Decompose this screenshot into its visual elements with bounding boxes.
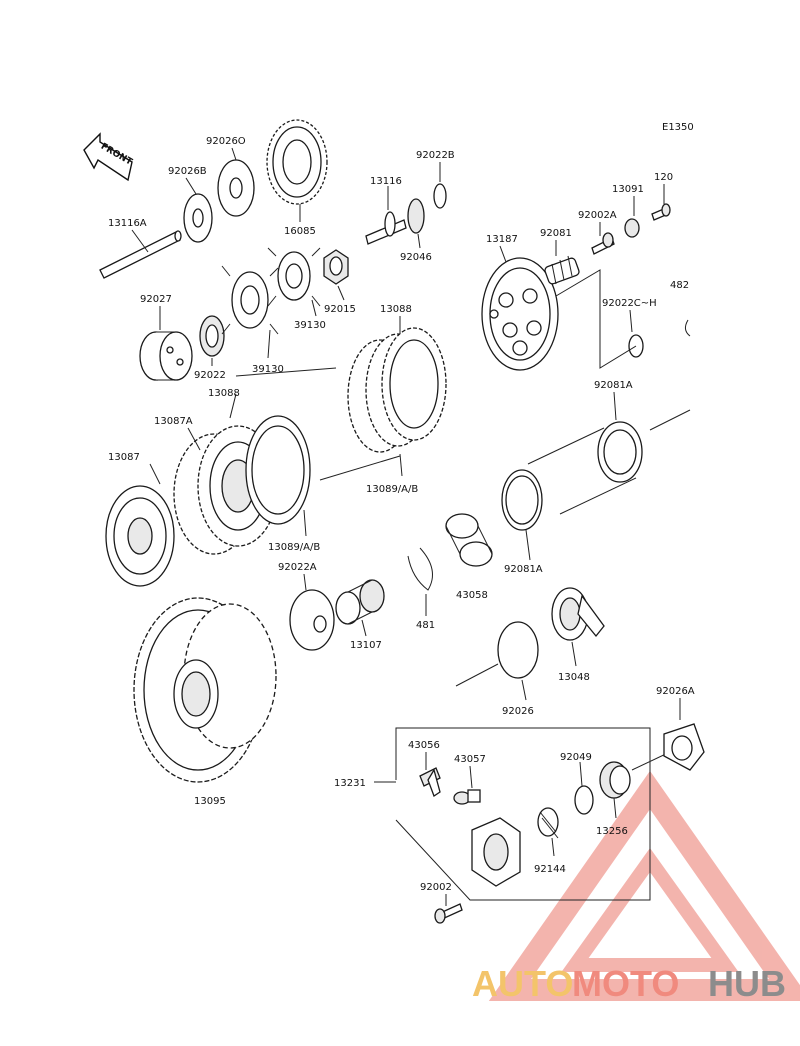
label-43057: 43057 <box>454 754 486 765</box>
label-92022B: 92022B <box>416 150 455 161</box>
bearing-13107 <box>335 579 385 625</box>
watermark-moto: MOTO <box>572 963 679 1004</box>
pressure-plate-13187 <box>481 257 559 371</box>
slave-cylinder-body <box>471 817 521 887</box>
label-92049: 92049 <box>560 752 592 763</box>
piston-13256 <box>599 761 631 799</box>
watermark-text: AUTO MOTO HUB <box>472 963 786 1004</box>
label-92022: 92022 <box>194 370 226 381</box>
label-92002: 92002 <box>420 882 452 893</box>
label-92081A-top: 92081A <box>594 380 633 391</box>
diagram-code: E1350 <box>662 122 694 133</box>
label-92046: 92046 <box>400 252 432 263</box>
label-43058: 43058 <box>456 590 488 601</box>
part-labels: E1350 13116A 92026B 92026O 16085 13116 9… <box>108 122 695 893</box>
nut-92015 <box>323 249 349 285</box>
label-13087: 13087 <box>108 452 140 463</box>
washer-92022A <box>289 589 335 651</box>
bleeder-43056 <box>419 767 441 797</box>
guide-13048 <box>551 587 605 641</box>
label-39130-b: 39130 <box>294 320 326 331</box>
label-13089-bottom: 13089/A/B <box>268 542 320 553</box>
label-92081: 92081 <box>540 228 572 239</box>
washer-13091 <box>624 218 640 238</box>
label-13256: 13256 <box>596 826 628 837</box>
label-92026O: 92026O <box>206 136 246 147</box>
label-39130-a: 39130 <box>252 364 284 375</box>
label-13095: 13095 <box>194 796 226 807</box>
sleeve-92081A <box>527 421 643 515</box>
front-arrow-icon: FRONT <box>83 132 134 182</box>
label-13231: 13231 <box>334 778 366 789</box>
label-92026A: 92026A <box>656 686 695 697</box>
label-482: 482 <box>670 280 689 291</box>
label-13088-top: 13088 <box>380 304 412 315</box>
bolt-120 <box>651 203 671 221</box>
pushrod-13116 <box>365 211 407 245</box>
washer-92022B <box>433 183 447 209</box>
shaft-13116A <box>99 230 182 279</box>
damper-39130-a <box>221 265 279 335</box>
cap-43057 <box>453 789 481 805</box>
label-13116A: 13116A <box>108 218 147 229</box>
label-92022A: 92022A <box>278 562 317 573</box>
label-13187: 13187 <box>486 234 518 245</box>
label-13107: 13107 <box>350 640 382 651</box>
label-92022C-H: 92022C~H <box>602 298 657 309</box>
hub-92027 <box>139 331 193 381</box>
sprocket-16085 <box>266 119 328 205</box>
label-92026B: 92026B <box>168 166 207 177</box>
gear-13095 <box>133 597 277 783</box>
bolt-92002A <box>591 232 615 255</box>
label-13087A: 13087A <box>154 416 193 427</box>
circlip-481 <box>407 547 433 591</box>
bush-43058 <box>445 513 493 567</box>
watermark-hub: HUB <box>708 963 786 1004</box>
spring-92081 <box>544 255 580 285</box>
label-16085: 16085 <box>284 226 316 237</box>
label-13048: 13048 <box>558 672 590 683</box>
seal-92049 <box>574 785 594 815</box>
label-92081A-bottom: 92081A <box>504 564 543 575</box>
label-92002A: 92002A <box>578 210 617 221</box>
hub-13087 <box>105 485 175 587</box>
label-13116: 13116 <box>370 176 402 187</box>
label-120: 120 <box>654 172 673 183</box>
label-13091: 13091 <box>612 184 644 195</box>
watermark-logo <box>488 770 800 1001</box>
group-13231-outline <box>395 727 651 901</box>
bolt-92002 <box>434 903 463 924</box>
gasket-92026A <box>663 723 705 771</box>
label-13088-mid: 13088 <box>208 388 240 399</box>
label-481: 481 <box>416 620 435 631</box>
clutch-plates-13088 <box>347 327 447 453</box>
bearing-92046 <box>407 198 425 234</box>
spring-92144 <box>537 807 559 839</box>
label-13089-top: 13089/A/B <box>366 484 418 495</box>
plates-13089-lower <box>245 415 311 525</box>
damper-39130-b <box>267 247 321 307</box>
label-92026: 92026 <box>502 706 534 717</box>
label-92015: 92015 <box>324 304 356 315</box>
label-43056: 43056 <box>408 740 440 751</box>
label-92027: 92027 <box>140 294 172 305</box>
circlip-482 <box>684 319 691 337</box>
o-ring-92026 <box>497 621 539 679</box>
label-92144: 92144 <box>534 864 566 875</box>
watermark-auto: AUTO <box>472 963 573 1004</box>
